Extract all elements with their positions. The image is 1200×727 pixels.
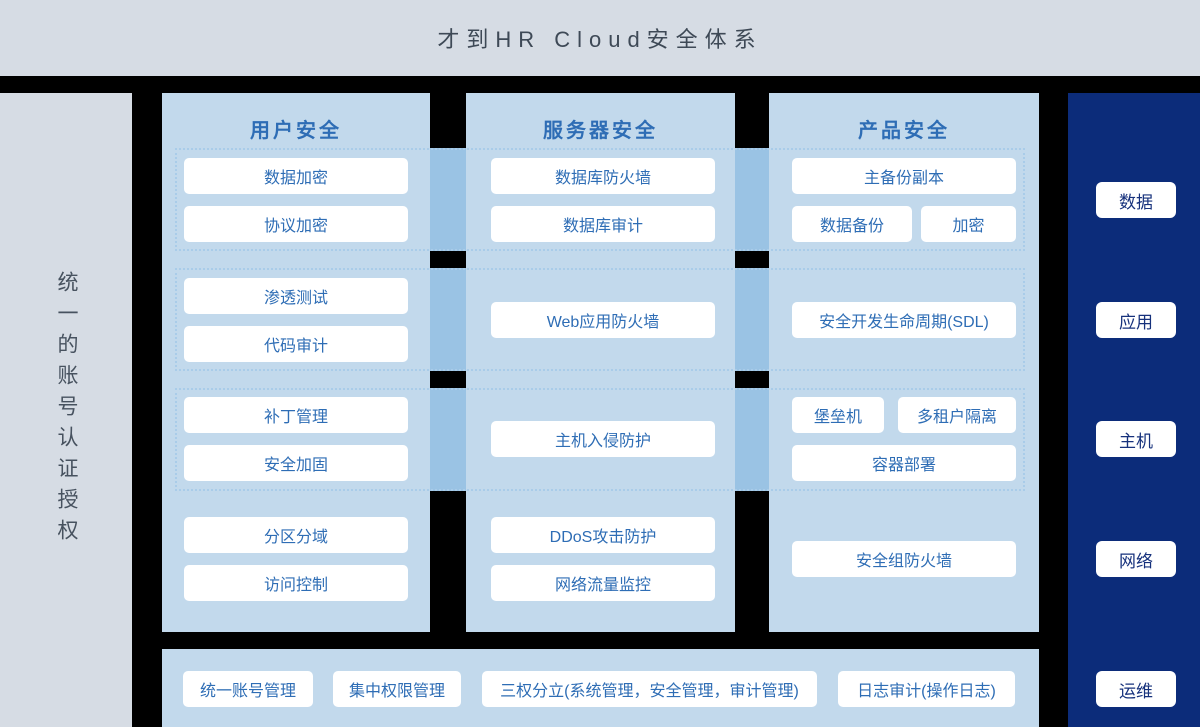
item-unified-account-management: 统一账号管理 [183,671,313,707]
item-patch-management: 补丁管理 [184,397,408,433]
item-partition-zoning: 分区分域 [184,517,408,553]
item-web-application-firewall: Web应用防火墙 [491,302,715,338]
item-database-audit: 数据库审计 [491,206,715,242]
group-band-app-layer [175,268,1025,371]
column-user-security: 用户安全 数据加密 协议加密 渗透测试 代码审计 补丁管理 安全加固 分区分域 … [162,93,430,632]
group-band-data-layer [175,148,1025,251]
right-sidebar-layers: 数据 应用 主机 网络 运维 [1068,93,1200,727]
row-connector [735,148,769,251]
item-sdl: 安全开发生命周期(SDL) [792,302,1016,338]
item-container-deployment: 容器部署 [792,445,1016,481]
column-user-security-header: 用户安全 [162,93,430,148]
unified-auth-label: 统一的账号认证授权 [55,270,78,550]
group-band-host-layer [175,388,1025,491]
page-title: 才到HR Cloud安全体系 [437,27,763,52]
column-title: 用户安全 [250,120,342,142]
item-security-hardening: 安全加固 [184,445,408,481]
item-protocol-encryption: 协议加密 [184,206,408,242]
column-product-security-header: 产品安全 [769,93,1039,148]
item-security-group-firewall: 安全组防火墙 [792,541,1016,577]
item-penetration-testing: 渗透测试 [184,278,408,314]
column-title: 产品安全 [858,120,950,142]
layer-application: 应用 [1096,302,1176,338]
item-database-firewall: 数据库防火墙 [491,158,715,194]
row-connector [430,268,466,371]
item-data-encryption: 数据加密 [184,158,408,194]
layer-operations: 运维 [1096,671,1176,707]
item-network-traffic-monitoring: 网络流量监控 [491,565,715,601]
layer-data: 数据 [1096,182,1176,218]
item-code-audit: 代码审计 [184,326,408,362]
bottom-bar-governance: 统一账号管理 集中权限管理 三权分立(系统管理，安全管理，审计管理) 日志审计(… [162,649,1039,727]
row-connector [430,148,466,251]
item-multi-tenant-isolation: 多租户隔离 [898,397,1016,433]
layer-host: 主机 [1096,421,1176,457]
item-bastion-host: 堡垒机 [792,397,884,433]
item-centralized-permission-management: 集中权限管理 [333,671,461,707]
item-access-control: 访问控制 [184,565,408,601]
row-connector [735,388,769,491]
column-product-security: 产品安全 主备份副本 数据备份 加密 安全开发生命周期(SDL) 堡垒机 多租户… [769,93,1039,632]
item-ddos-protection: DDoS攻击防护 [491,517,715,553]
column-server-security-header: 服务器安全 [466,93,735,148]
left-sidebar-unified-auth: 统一的账号认证授权 [0,93,132,727]
row-connector [735,268,769,371]
item-host-intrusion-protection: 主机入侵防护 [491,421,715,457]
item-log-audit: 日志审计(操作日志) [838,671,1015,707]
item-data-backup: 数据备份 [792,206,912,242]
row-connector [430,388,466,491]
item-separation-of-powers: 三权分立(系统管理，安全管理，审计管理) [482,671,817,707]
layer-network: 网络 [1096,541,1176,577]
item-encryption: 加密 [921,206,1016,242]
page-header: 才到HR Cloud安全体系 [0,0,1200,76]
column-server-security: 服务器安全 数据库防火墙 数据库审计 Web应用防火墙 主机入侵防护 DDoS攻… [466,93,735,632]
item-primary-backup-replica: 主备份副本 [792,158,1016,194]
column-title: 服务器安全 [543,120,658,142]
